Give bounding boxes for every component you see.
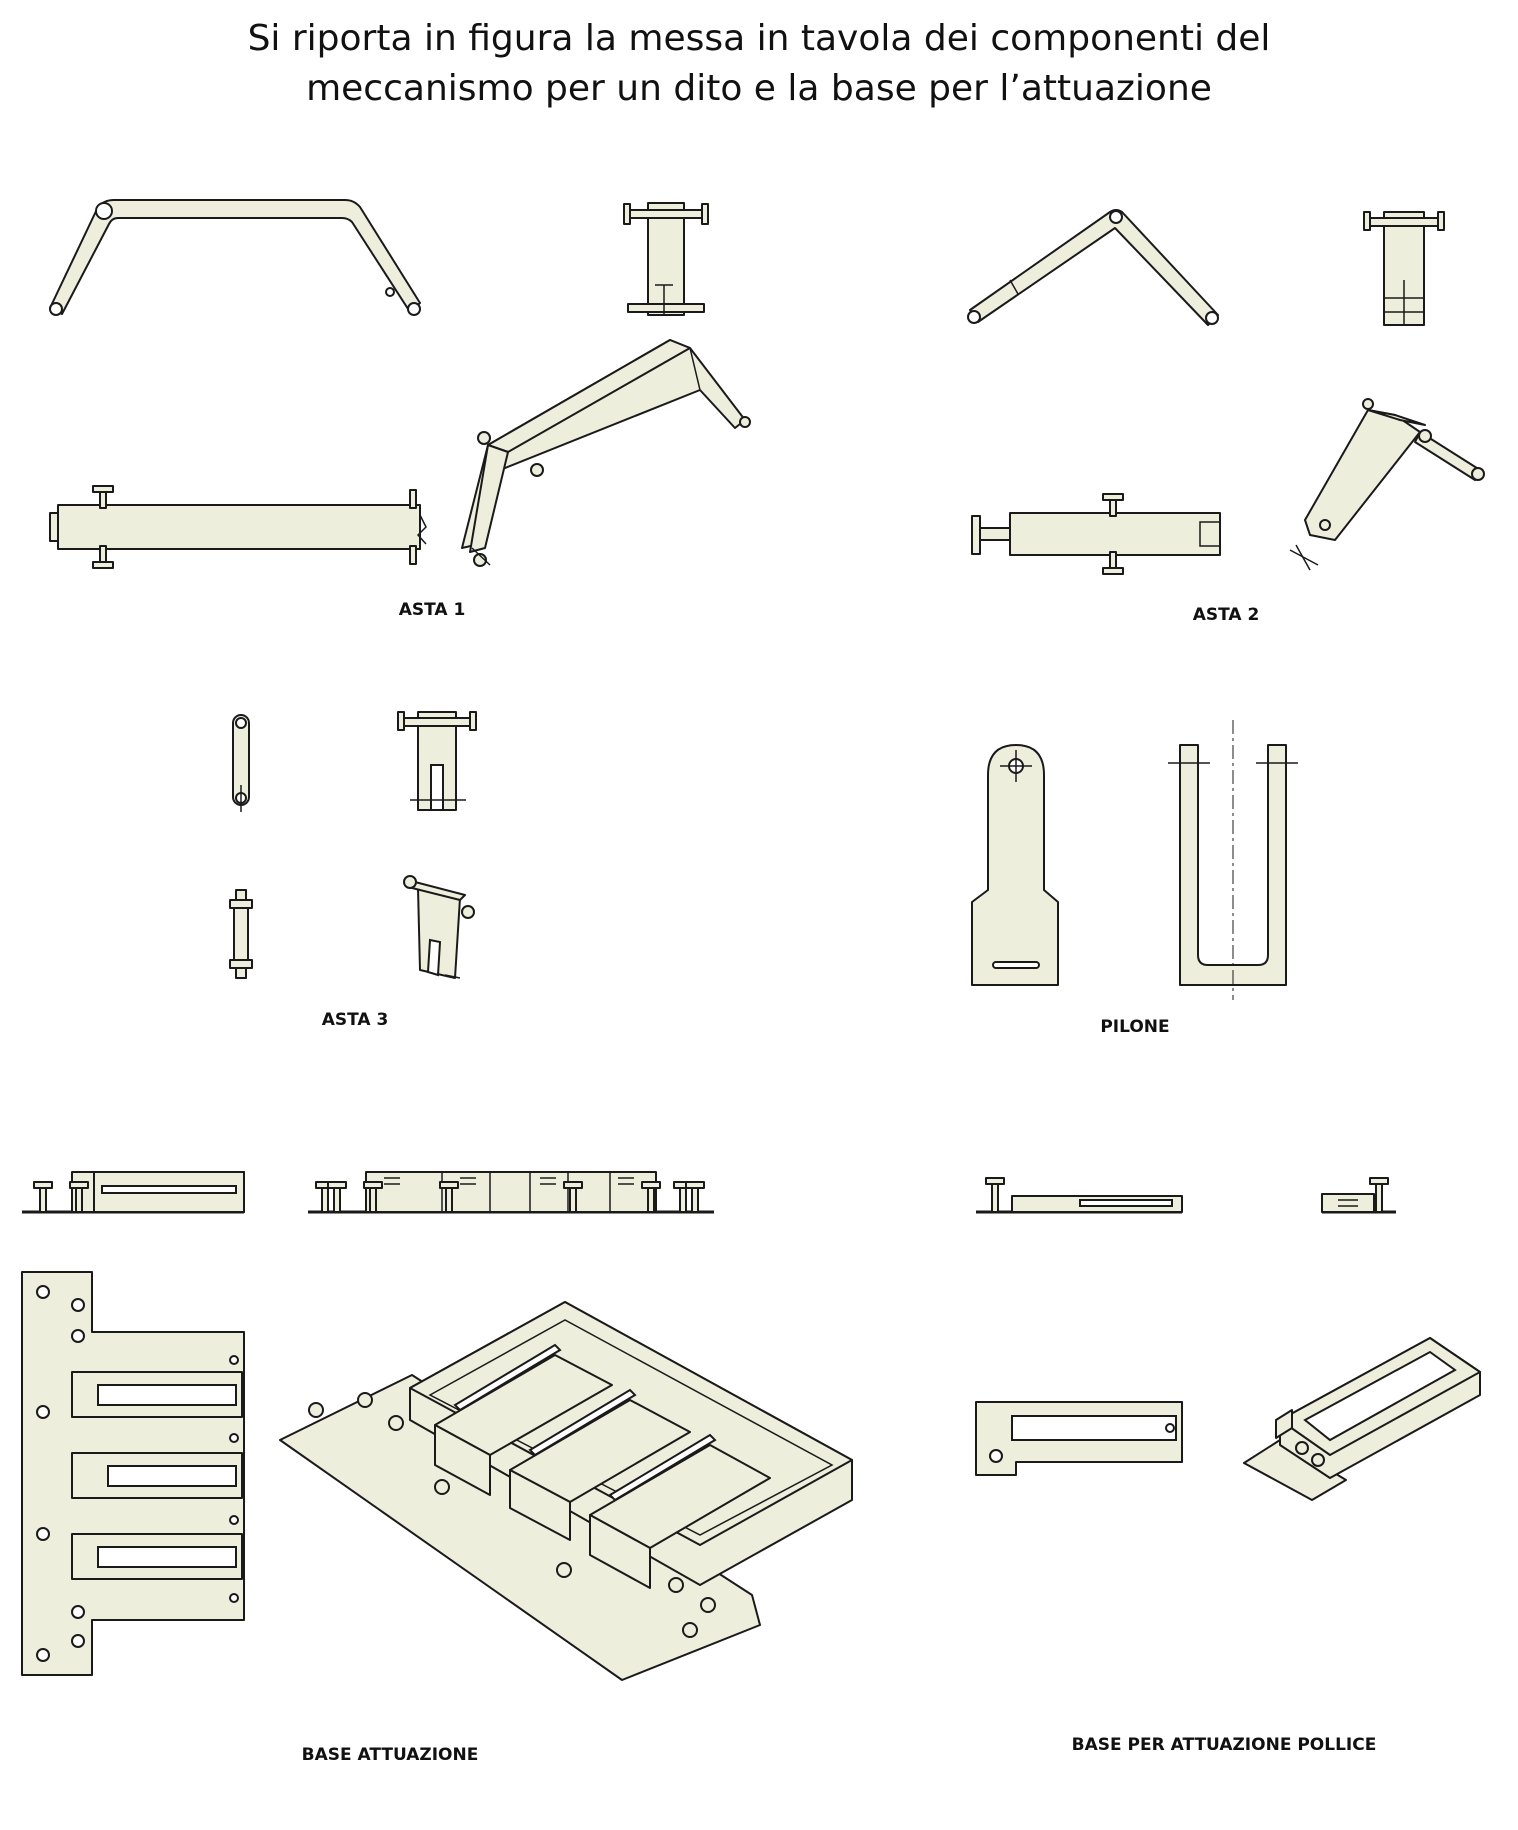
pilone-side-view [1168, 720, 1298, 1000]
base-attuazione-top-view [21, 1271, 245, 1676]
base-pollice-iso-view [1243, 1337, 1481, 1501]
asta3-iso-view [403, 875, 475, 979]
base-attuazione-iso-view [279, 1301, 853, 1681]
pilone-front-view [971, 744, 1059, 986]
asta2-label: ASTA 2 [1193, 605, 1260, 625]
title-line-1: Si riporta in figura la messa in tavola … [247, 18, 1271, 59]
asta3-top-view [229, 889, 253, 979]
asta2-side-view [1363, 211, 1445, 326]
asta2-top-view [971, 493, 1221, 575]
pilone-group: PILONE [971, 720, 1298, 1037]
pilone-label: PILONE [1100, 1017, 1169, 1037]
asta2-iso-view [1289, 398, 1485, 571]
asta1-group: ASTA 1 [49, 199, 751, 620]
asta1-top-view [49, 485, 427, 569]
asta1-iso-view [461, 339, 751, 567]
base-pollice-side-view-1 [976, 1177, 1183, 1214]
base-pollice-label: BASE PER ATTUAZIONE POLLICE [1072, 1735, 1377, 1755]
asta3-front-view [232, 714, 250, 812]
asta2-group: ASTA 2 [967, 209, 1485, 625]
base-attuazione-group: BASE ATTUAZIONE [21, 1171, 853, 1765]
asta3-label: ASTA 3 [322, 1010, 389, 1030]
base-attuazione-side-view-2 [308, 1171, 714, 1214]
base-pollice-group: BASE PER ATTUAZIONE POLLICE [975, 1177, 1481, 1755]
title-line-2: meccanismo per un dito e la base per l’a… [306, 68, 1212, 109]
asta3-group: ASTA 3 [229, 711, 477, 1030]
asta1-side-view [623, 202, 709, 316]
asta2-front-view [967, 209, 1219, 326]
base-pollice-top-view [975, 1401, 1183, 1476]
base-attuazione-side-view-1 [22, 1171, 245, 1214]
asta1-front-view [49, 199, 421, 316]
asta1-label: ASTA 1 [399, 600, 466, 620]
page-title: Si riporta in figura la messa in tavola … [0, 14, 1518, 114]
base-pollice-side-view-2 [1321, 1177, 1396, 1214]
base-attuazione-label: BASE ATTUAZIONE [302, 1745, 479, 1765]
asta3-side-view [397, 711, 477, 811]
